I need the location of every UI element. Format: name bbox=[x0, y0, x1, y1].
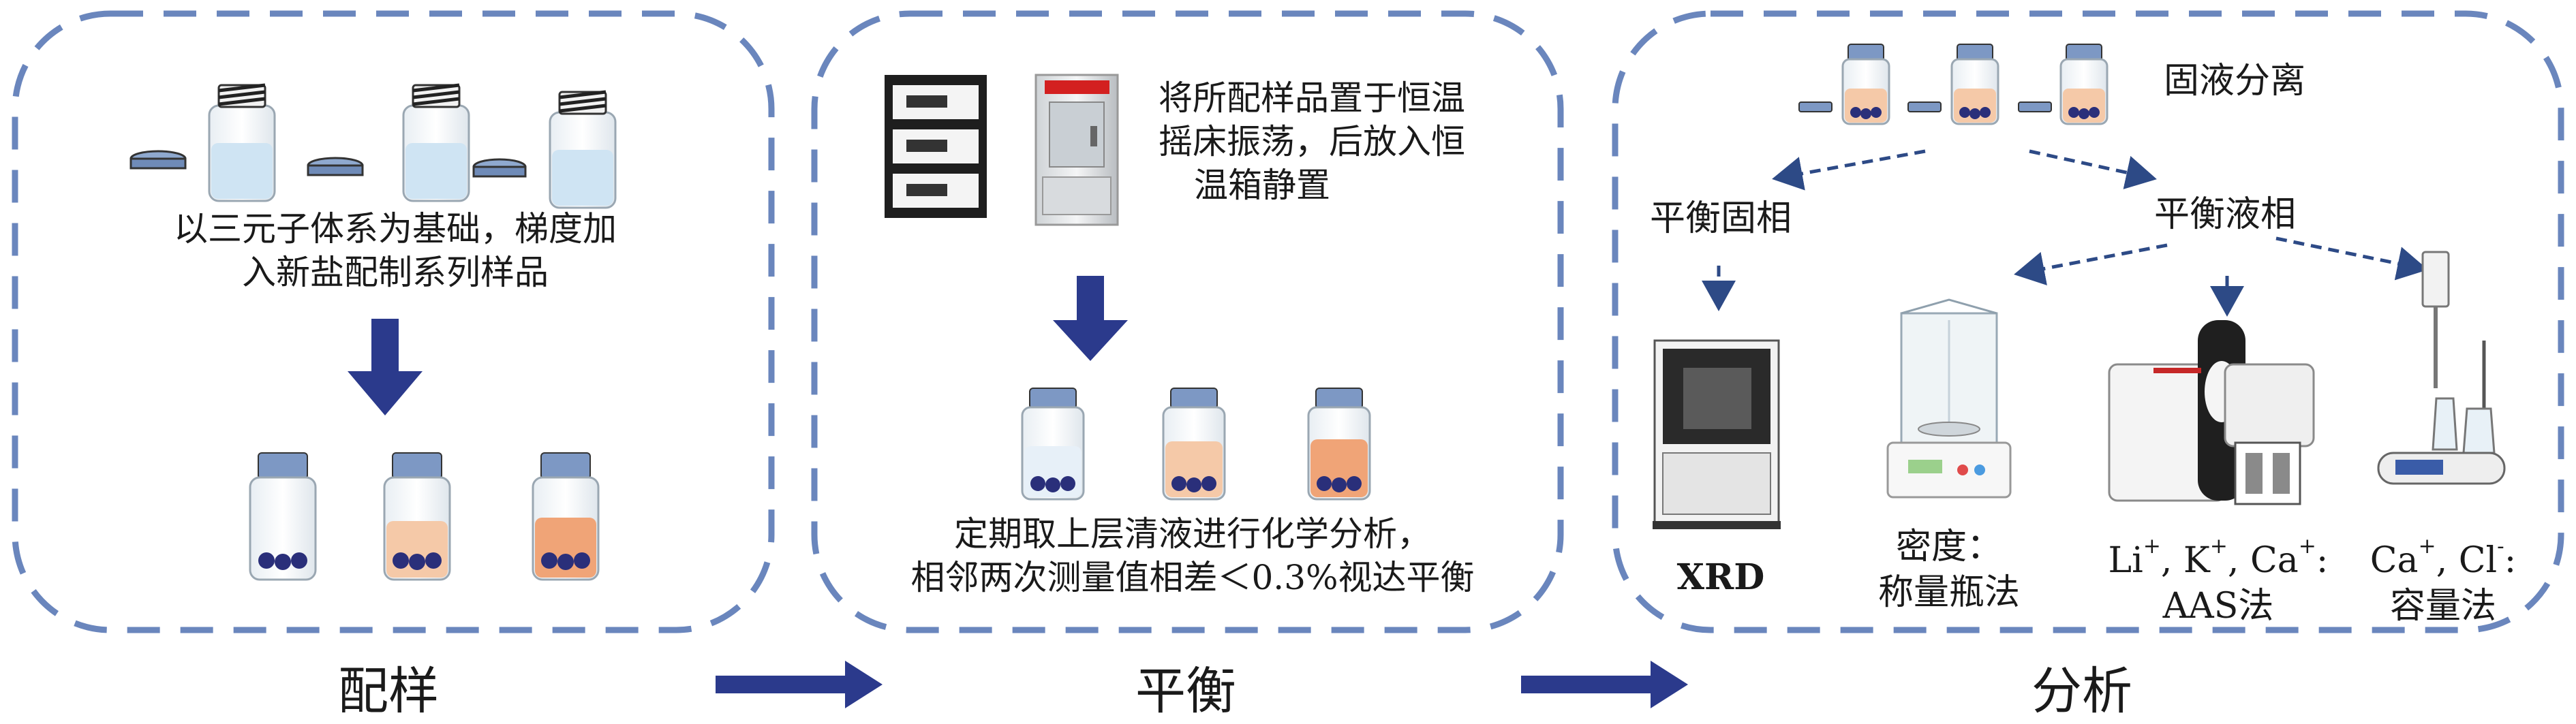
titration-method-line: 容量法 bbox=[2389, 585, 2496, 627]
solid-phase-label: 平衡固相 bbox=[1649, 198, 1792, 239]
bottle-lid bbox=[1798, 101, 2052, 112]
peiyang-description: 以三元子体系为基础，梯度加 入新盐配制系列样品 bbox=[123, 207, 668, 294]
panel-border-pingheng bbox=[811, 10, 1564, 633]
panel-title-pingheng: 平衡 bbox=[1135, 662, 1236, 721]
constant-temperature-box-icon bbox=[1034, 74, 1119, 226]
sample-bottle-icon bbox=[129, 83, 617, 209]
pingheng-criterion-description: 定期取上层清液进行化学分析， 相邻两次测量值相差＜0.3%视达平衡 bbox=[852, 512, 1533, 599]
aas-ions-line: Li+, K+, Ca+: bbox=[2108, 533, 2329, 581]
aas-method-line: AAS法 bbox=[2162, 585, 2274, 627]
sample-bottle-icon bbox=[249, 452, 600, 581]
pingheng-bottom-line-1: 定期取上层清液进行化学分析， bbox=[954, 514, 1431, 554]
sample-bottle-icon bbox=[1798, 44, 2109, 125]
block-arrow-down-1 bbox=[348, 319, 423, 415]
block-arrow-down-2 bbox=[1053, 276, 1128, 361]
method-titration: Ca+, Cl-: 容量法 bbox=[2351, 533, 2535, 629]
dashed-flow-arrows bbox=[1702, 149, 2428, 317]
shaker-incubator-icon bbox=[885, 75, 987, 218]
density-line-2: 称量瓶法 bbox=[1877, 571, 2020, 613]
density-line-1: 密度： bbox=[1895, 526, 2002, 567]
aas-spectrometer-icon bbox=[2108, 320, 2315, 505]
separation-label: 固液分离 bbox=[2164, 61, 2306, 101]
pingheng-top-line-1: 将所配样品置于恒温 bbox=[1159, 78, 1465, 118]
panel-title-fenxi: 分析 bbox=[2031, 662, 2132, 721]
panel-border-fenxi bbox=[1612, 10, 2564, 633]
pingheng-step-description: 将所配样品置于恒温 摇床振荡，后放入恒 温箱静置 bbox=[1159, 76, 1540, 207]
titration-ions-line: Ca+, Cl-: bbox=[2370, 533, 2517, 581]
liquid-phase-label: 平衡液相 bbox=[2153, 194, 2296, 235]
panel-title-peiyang: 配样 bbox=[338, 662, 439, 721]
pingheng-bottom-line-2: 相邻两次测量值相差＜0.3%视达平衡 bbox=[910, 558, 1475, 597]
balance-icon bbox=[1886, 298, 2012, 499]
method-aas: Li+, K+, Ca+: AAS法 bbox=[2092, 533, 2344, 629]
bottle-lid bbox=[129, 150, 527, 178]
block-arrow-right-2 bbox=[1521, 661, 1688, 708]
titrator-icon bbox=[2377, 251, 2506, 485]
method-density: 密度： 称量瓶法 bbox=[1867, 524, 2031, 615]
pingheng-top-line-3: 温箱静置 bbox=[1194, 166, 1330, 205]
pingheng-top-line-2: 摇床振荡，后放入恒 bbox=[1159, 122, 1465, 161]
xrd-instrument-icon bbox=[1653, 339, 1781, 529]
method-xrd: XRD bbox=[1676, 556, 1765, 598]
peiyang-line-1: 以三元子体系为基础，梯度加 bbox=[174, 209, 617, 249]
panel-border-peiyang bbox=[12, 10, 775, 633]
peiyang-line-2: 入新盐配制系列样品 bbox=[242, 253, 549, 292]
sample-bottle-icon bbox=[1021, 388, 1371, 501]
block-arrow-right-1 bbox=[716, 661, 883, 708]
